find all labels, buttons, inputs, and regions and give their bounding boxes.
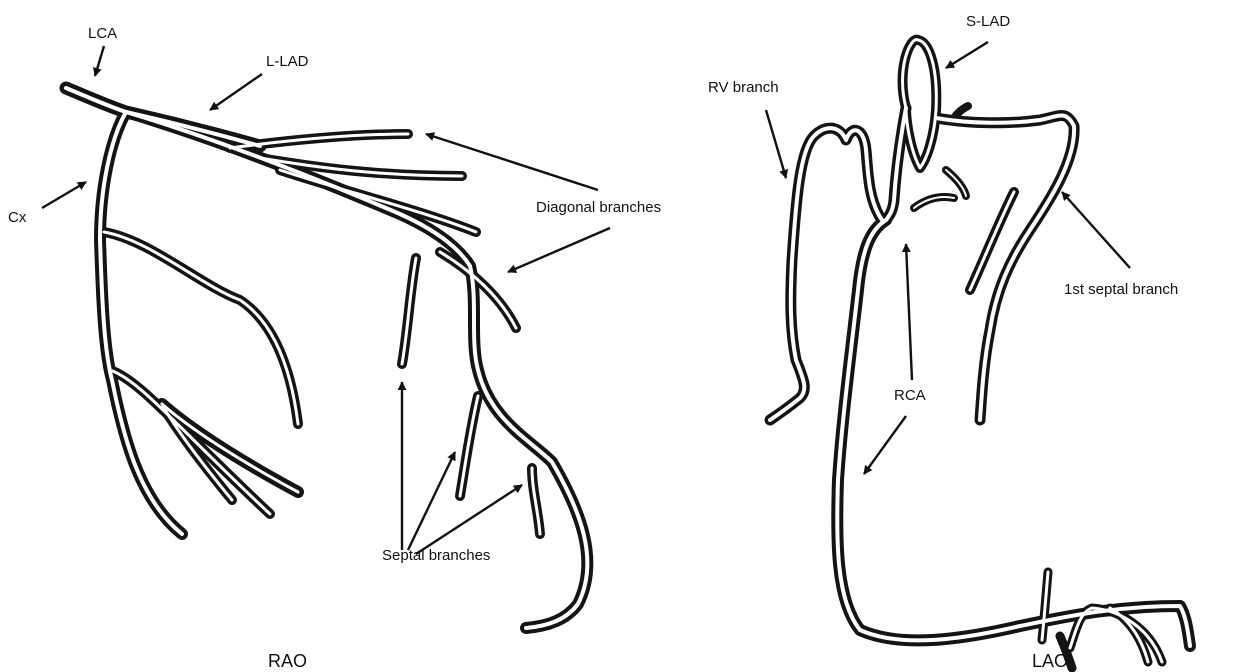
view-label-lao: LAO bbox=[1032, 651, 1068, 671]
label-cx: Cx bbox=[8, 209, 27, 226]
arrow-rca-1 bbox=[906, 244, 912, 380]
label-diagonal-branches: Diagonal branches bbox=[536, 199, 661, 216]
arrow-l-lad bbox=[210, 74, 262, 110]
rao-vessel-tree bbox=[66, 88, 587, 628]
label-rv-branch: RV branch bbox=[708, 79, 779, 96]
label-l-lad: L-LAD bbox=[266, 53, 309, 70]
arrow-rv-branch bbox=[766, 110, 786, 178]
arrow-rca-2 bbox=[864, 416, 906, 474]
arrow-lca bbox=[95, 46, 104, 76]
lao-labels: S-LAD RV branch 1st septal branch RCA LA… bbox=[708, 13, 1178, 671]
lad-top-branch bbox=[936, 116, 1074, 421]
arrow-diagonal-2 bbox=[508, 228, 610, 272]
arrow-diagonal-1 bbox=[426, 134, 598, 190]
lao-vessel-tree bbox=[770, 40, 1190, 668]
cx-vessel bbox=[100, 112, 182, 534]
label-lca: LCA bbox=[88, 25, 117, 42]
arrow-cx bbox=[42, 182, 86, 208]
label-s-lad: S-LAD bbox=[966, 13, 1010, 30]
label-rca: RCA bbox=[894, 387, 926, 404]
arrow-septal-2 bbox=[408, 452, 455, 550]
label-first-septal-branch: 1st septal branch bbox=[1064, 281, 1178, 298]
label-septal-branches: Septal branches bbox=[382, 547, 490, 564]
arrow-s-lad bbox=[946, 42, 988, 68]
lao-arrows bbox=[766, 42, 1130, 474]
arrow-first-septal bbox=[1062, 192, 1130, 268]
view-label-rao: RAO bbox=[268, 651, 307, 671]
arrow-septal-3 bbox=[416, 485, 522, 554]
